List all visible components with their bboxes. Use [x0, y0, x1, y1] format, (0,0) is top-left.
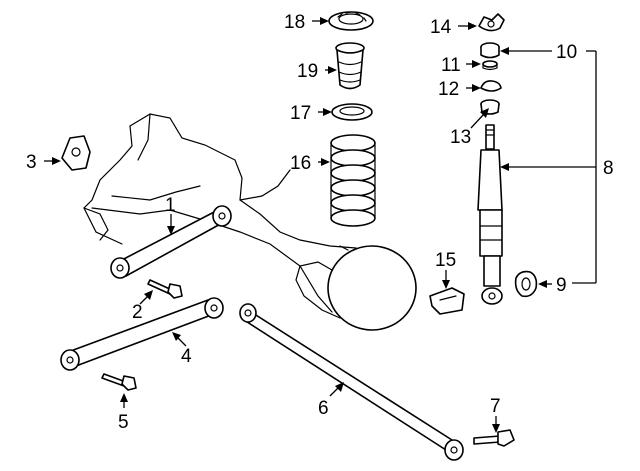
part-16-coil-spring	[330, 134, 376, 227]
part-2-bolt	[147, 279, 183, 299]
callout-15: 15	[435, 250, 456, 271]
part-11-washer	[482, 60, 498, 71]
callout-5: 5	[118, 412, 129, 433]
part-4-lower-control-arm	[60, 297, 224, 371]
part-17-spring-insulator	[331, 103, 373, 121]
callout-13: 13	[450, 127, 471, 148]
callout-11: 11	[441, 55, 461, 76]
part-12-retainer	[480, 80, 502, 92]
part-10-bushing	[480, 42, 500, 59]
callout-labels: 18 19 17 16 14 10 11 12 13 8 9 15 3 1 2 …	[26, 12, 614, 433]
callout-6: 6	[318, 398, 329, 419]
part-8-shock-absorber	[477, 124, 503, 305]
callout-19: 19	[297, 61, 318, 82]
callout-1: 1	[165, 195, 176, 216]
callout-7: 7	[490, 396, 501, 417]
callout-3: 3	[26, 152, 37, 173]
axle-housing	[83, 113, 357, 313]
part-18-upper-insulator	[328, 11, 374, 31]
callout-12: 12	[438, 79, 459, 100]
part-5-bolt	[101, 373, 137, 391]
callout-16: 16	[290, 153, 311, 174]
callout-10: 10	[556, 42, 577, 63]
callout-9: 9	[556, 275, 567, 296]
callout-14: 14	[430, 17, 452, 38]
brake-drum	[295, 245, 417, 331]
callout-8: 8	[603, 158, 614, 179]
part-9-shock-bushing	[514, 270, 538, 298]
leader-lines	[44, 17, 597, 433]
part-14-retainer-nut	[478, 13, 505, 32]
part-15-bracket	[429, 287, 465, 315]
part-19-bump-stopper	[335, 42, 365, 90]
part-7-bolt	[473, 429, 515, 447]
callout-18: 18	[284, 12, 305, 33]
part-3-bracket	[61, 135, 91, 171]
callout-4: 4	[181, 346, 192, 367]
callout-17: 17	[290, 103, 311, 124]
part-6-lateral-rod	[239, 303, 464, 461]
part-1-upper-control-arm	[110, 205, 232, 279]
callout-2: 2	[132, 302, 143, 323]
